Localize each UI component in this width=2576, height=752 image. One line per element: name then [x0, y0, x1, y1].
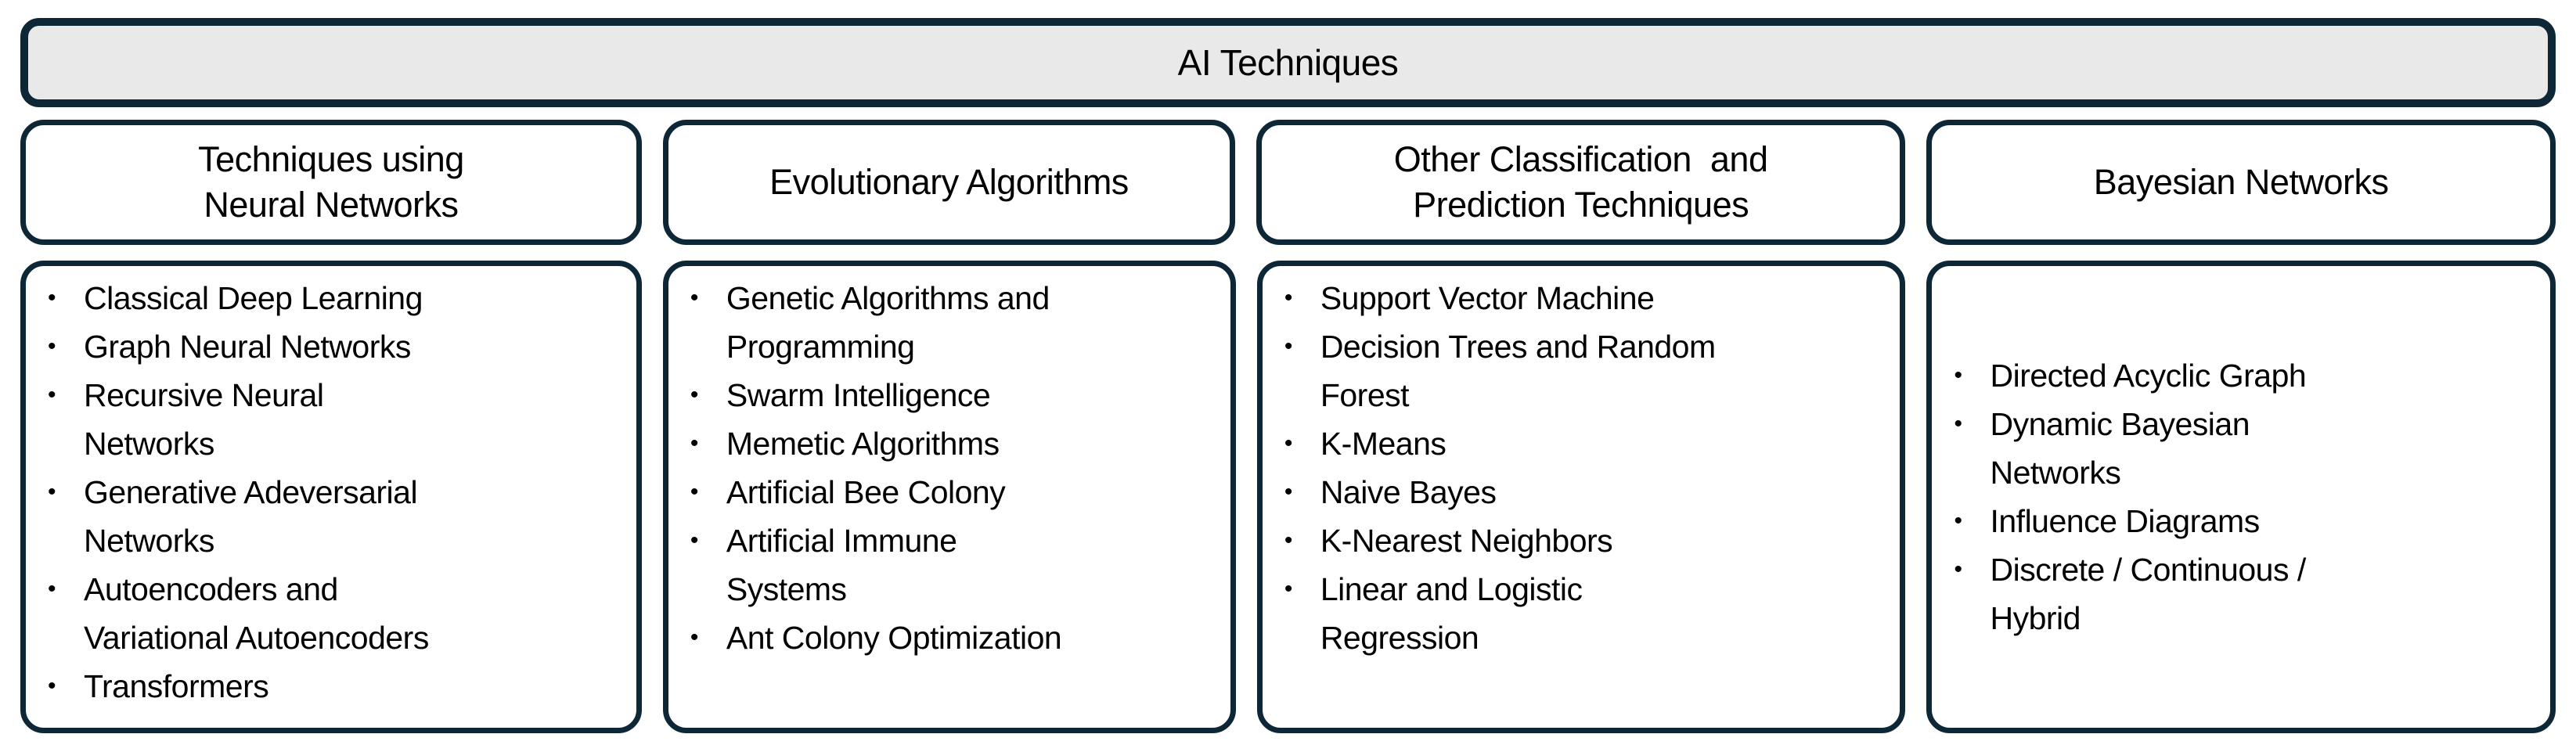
bullet-icon: •: [48, 285, 56, 311]
list-item: • Artificial Immune Systems: [668, 516, 1221, 613]
bullet-icon: •: [1284, 333, 1293, 359]
list-item: • Artificial Bee Colony: [668, 468, 1221, 516]
category-header-evolutionary-algorithms: Evolutionary Algorithms: [662, 120, 1235, 245]
bullet-icon: •: [48, 673, 56, 699]
list-item-text: Linear and Logistic Regression: [1320, 571, 1583, 656]
list-item-text: Graph Neural Networks: [84, 329, 411, 365]
bullet-icon: •: [48, 479, 56, 505]
diagram-title: AI Techniques: [1177, 42, 1399, 83]
list-item: • Linear and Logistic Regression: [1263, 565, 1891, 662]
list-item-text: Swarm Intelligence: [726, 377, 991, 413]
root-node-ai-techniques: AI Techniques: [20, 18, 2556, 107]
category-items-neural-networks: • Classical Deep Learning • Graph Neural N…: [20, 261, 642, 733]
category-header-neural-networks: Techniques using Neural Networks: [20, 120, 642, 245]
list-item: • Naive Bayes: [1263, 468, 1891, 516]
bullet-icon: •: [690, 527, 699, 553]
list-item: • Classical Deep Learning: [26, 274, 627, 322]
bullet-icon: •: [690, 430, 699, 456]
bullet-icon: •: [1954, 362, 1962, 388]
list-item: • K-Means: [1263, 419, 1891, 468]
list-item-text: Ant Colony Optimization: [726, 620, 1062, 656]
category-items-other-classification: • Support Vector Machine • Decision Trees …: [1256, 261, 1906, 733]
bullet-icon: •: [690, 285, 699, 311]
bullet-icon: •: [1954, 411, 1962, 437]
bullet-icon: •: [1284, 430, 1293, 456]
item-list: • Classical Deep Learning • Graph Neural N…: [26, 274, 627, 711]
list-item: • K-Nearest Neighbors: [1263, 516, 1891, 565]
item-list: • Genetic Algorithms and Programming • Swa…: [668, 274, 1221, 662]
list-item: • Generative Adeversarial Networks: [26, 468, 627, 565]
category-header-label: Other Classification and Prediction Tech…: [1393, 139, 1768, 225]
list-item-text: Recursive Neural Networks: [84, 377, 324, 462]
list-item: • Dynamic Bayesian Networks: [1932, 400, 2541, 497]
list-item-text: Decision Trees and Random Forest: [1320, 329, 1716, 413]
bullet-icon: •: [48, 333, 56, 359]
list-item: • Swarm Intelligence: [668, 371, 1221, 419]
category-header-label: Evolutionary Algorithms: [769, 162, 1129, 203]
item-list: • Support Vector Machine • Decision Trees …: [1263, 274, 1891, 662]
category-header-bayesian-networks: Bayesian Networks: [1926, 120, 2556, 245]
list-item: • Autoencoders and Variational Autoencode…: [26, 565, 627, 662]
list-item: • Discrete / Continuous / Hybrid: [1932, 545, 2541, 642]
list-item-text: Artificial Bee Colony: [726, 474, 1006, 510]
bullet-icon: •: [690, 624, 699, 650]
bullet-icon: •: [1284, 479, 1293, 505]
list-item-text: K-Nearest Neighbors: [1320, 523, 1613, 559]
bullet-icon: •: [1284, 285, 1293, 311]
list-item: • Transformers: [26, 662, 627, 711]
bullet-icon: •: [690, 479, 699, 505]
list-item-text: Discrete / Continuous / Hybrid: [1990, 552, 2306, 636]
category-items-bayesian-networks: • Directed Acyclic Graph • Dynamic Bayesia…: [1926, 261, 2556, 733]
list-item: • Decision Trees and Random Forest: [1263, 322, 1891, 419]
list-item-text: Generative Adeversarial Networks: [84, 474, 418, 559]
bullet-icon: •: [48, 576, 56, 602]
list-item-text: K-Means: [1320, 426, 1447, 462]
category-header-other-classification: Other Classification and Prediction Tech…: [1256, 120, 1906, 245]
bullet-icon: •: [1284, 576, 1293, 602]
list-item: • Influence Diagrams: [1932, 497, 2541, 545]
list-item-text: Autoencoders and Variational Autoencoder…: [84, 571, 429, 656]
list-item: • Directed Acyclic Graph: [1932, 351, 2541, 400]
category-header-label: Techniques using Neural Networks: [198, 139, 464, 225]
category-header-row: Techniques using Neural Networks Evoluti…: [20, 120, 2556, 245]
list-item-text: Genetic Algorithms and Programming: [726, 280, 1050, 365]
list-item-text: Directed Acyclic Graph: [1990, 358, 2307, 394]
list-item: • Ant Colony Optimization: [668, 613, 1221, 662]
list-item-text: Transformers: [84, 668, 269, 704]
list-item-text: Influence Diagrams: [1990, 503, 2260, 539]
bullet-icon: •: [1954, 556, 1962, 582]
list-item: • Memetic Algorithms: [668, 419, 1221, 468]
bullet-icon: •: [48, 382, 56, 408]
list-item: • Support Vector Machine: [1263, 274, 1891, 322]
category-header-label: Bayesian Networks: [2093, 162, 2389, 203]
bullet-icon: •: [1954, 508, 1962, 534]
category-items-evolutionary-algorithms: • Genetic Algorithms and Programming • Swa…: [662, 261, 1236, 733]
list-item-text: Dynamic Bayesian Networks: [1990, 406, 2250, 491]
category-items-row: • Classical Deep Learning • Graph Neural N…: [20, 261, 2556, 733]
list-item: • Genetic Algorithms and Programming: [668, 274, 1221, 371]
bullet-icon: •: [690, 382, 699, 408]
list-item-text: Naive Bayes: [1320, 474, 1497, 510]
list-item-text: Artificial Immune Systems: [726, 523, 957, 607]
list-item: • Recursive Neural Networks: [26, 371, 627, 468]
list-item-text: Memetic Algorithms: [726, 426, 1000, 462]
bullet-icon: •: [1284, 527, 1293, 553]
list-item-text: Support Vector Machine: [1320, 280, 1655, 316]
item-list: • Directed Acyclic Graph • Dynamic Bayesia…: [1932, 351, 2541, 642]
list-item: • Graph Neural Networks: [26, 322, 627, 371]
list-item-text: Classical Deep Learning: [84, 280, 423, 316]
